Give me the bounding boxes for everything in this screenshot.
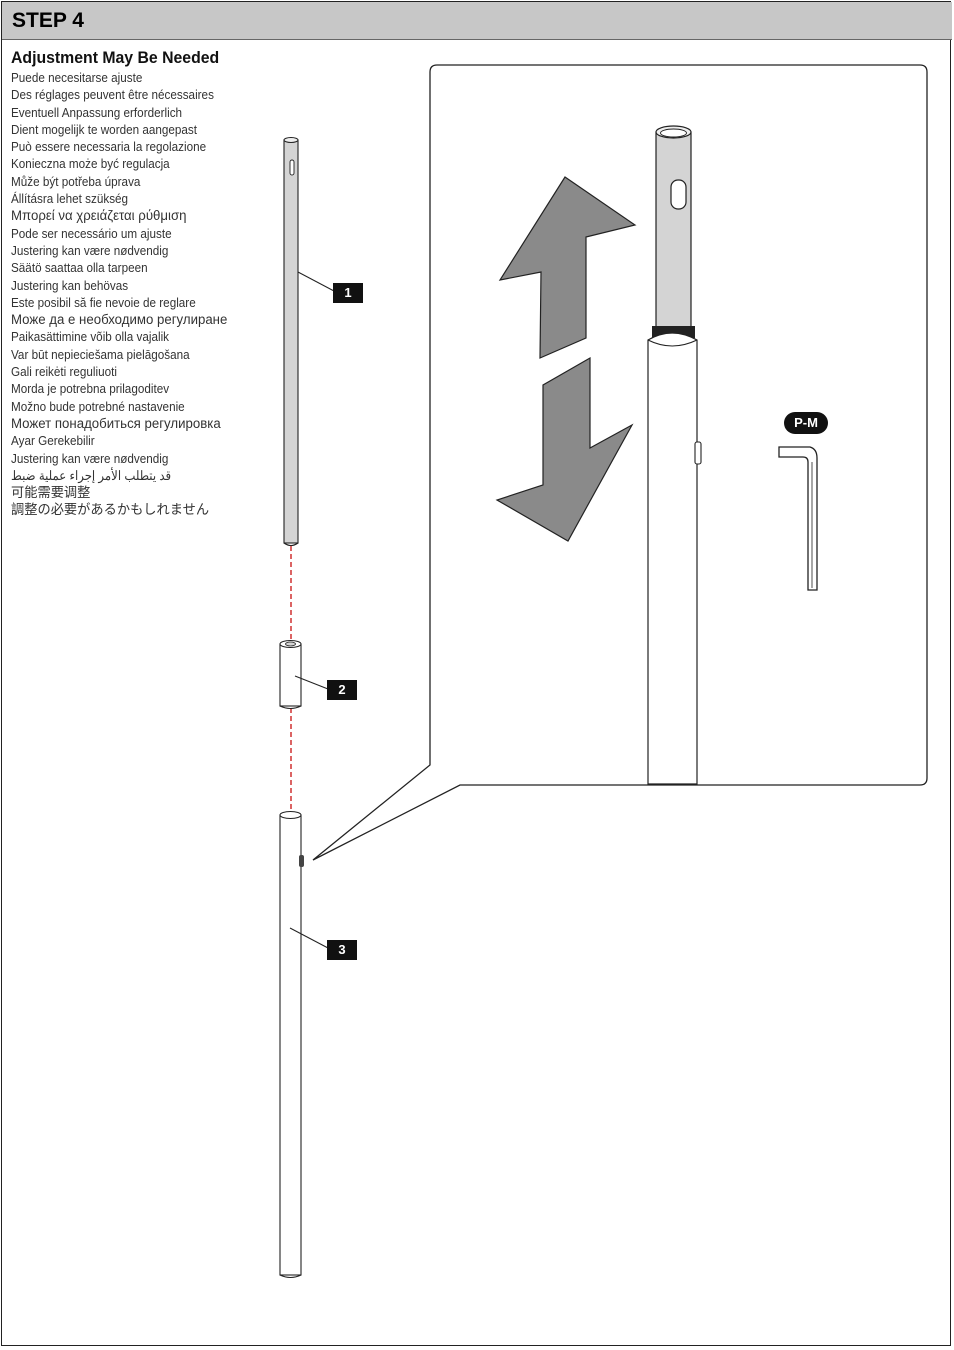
leader-line-1 [297,271,335,292]
translation-da: Justering kan være nødvendig [11,450,169,466]
step-title: STEP 4 [12,9,84,32]
translation-hu: Állításra lehet szükség [11,191,129,207]
hex-key-label: P-M [784,412,828,434]
translation-lt: Gali reikėti reguliuoti [11,364,118,380]
translation-ro: Este posibil să fie nevoie de reglare [11,294,196,310]
translation-zh: 可能需要调整 [11,485,91,501]
translation-tr: Ayar Gerekebilir [11,433,95,449]
part-1-label: 1 [333,283,363,303]
translation-et: Paikasättimine võib olla vajalik [11,329,170,345]
hex-key-icon [778,446,818,591]
translation-lv: Var būt nepieciešama pielāgošana [11,346,190,362]
detail-pole-enlarged [647,125,702,785]
instruction-heading: Adjustment May Be Needed [11,48,220,67]
translation-ja: 調整の必要があるかもしれません [11,502,210,518]
translation-fr: Des réglages peuvent être nécessaires [11,87,214,103]
translation-pt: Pode ser necessário um ajuste [11,225,172,241]
translation-es: Puede necesitarse ajuste [11,70,143,85]
arrow-down-icon [495,356,634,542]
translation-sv: Justering kan behövas [11,277,129,293]
translation-de: Eventuell Anpassung erforderlich [11,104,183,120]
translation-ru: Может понадобиться регулировка [11,415,221,431]
part-1-upper-pole [283,137,299,547]
part-2-label: 2 [327,680,357,700]
translation-cs: Může být potřeba úprava [11,173,141,189]
leader-line-2 [294,675,329,690]
translation-ar: قد يتطلب الأمر إجراء عملية ضبط [11,467,172,483]
translation-bg: Може да е необходимо регулиране [11,312,228,328]
part-3-lower-pole [279,811,304,1279]
step-header: STEP 4 [2,2,952,40]
translation-no: Justering kan være nødvendig [11,242,169,258]
translation-sk: Možno bude potrebné nastavenie [11,398,185,414]
translation-fi: Säätö saattaa olla tarpeen [11,260,148,276]
part-3-label: 3 [327,940,357,960]
translation-el: Μπορεί να χρειάζεται ρύθμιση [11,208,187,224]
translation-list: Puede necesitarse ajuste Des réglages pe… [11,69,236,519]
translation-pl: Konieczna może być regulacja [11,156,170,172]
translation-sl: Morda je potrebna prilagoditev [11,381,170,397]
translation-nl: Dient mogelijk te worden aangepast [11,121,198,137]
translation-it: Può essere necessaria la regolazione [11,139,207,155]
part-2-coupler [279,640,302,710]
arrow-up-icon [498,176,637,359]
leader-line-3 [289,927,329,949]
detail-callout-frame [312,64,928,861]
